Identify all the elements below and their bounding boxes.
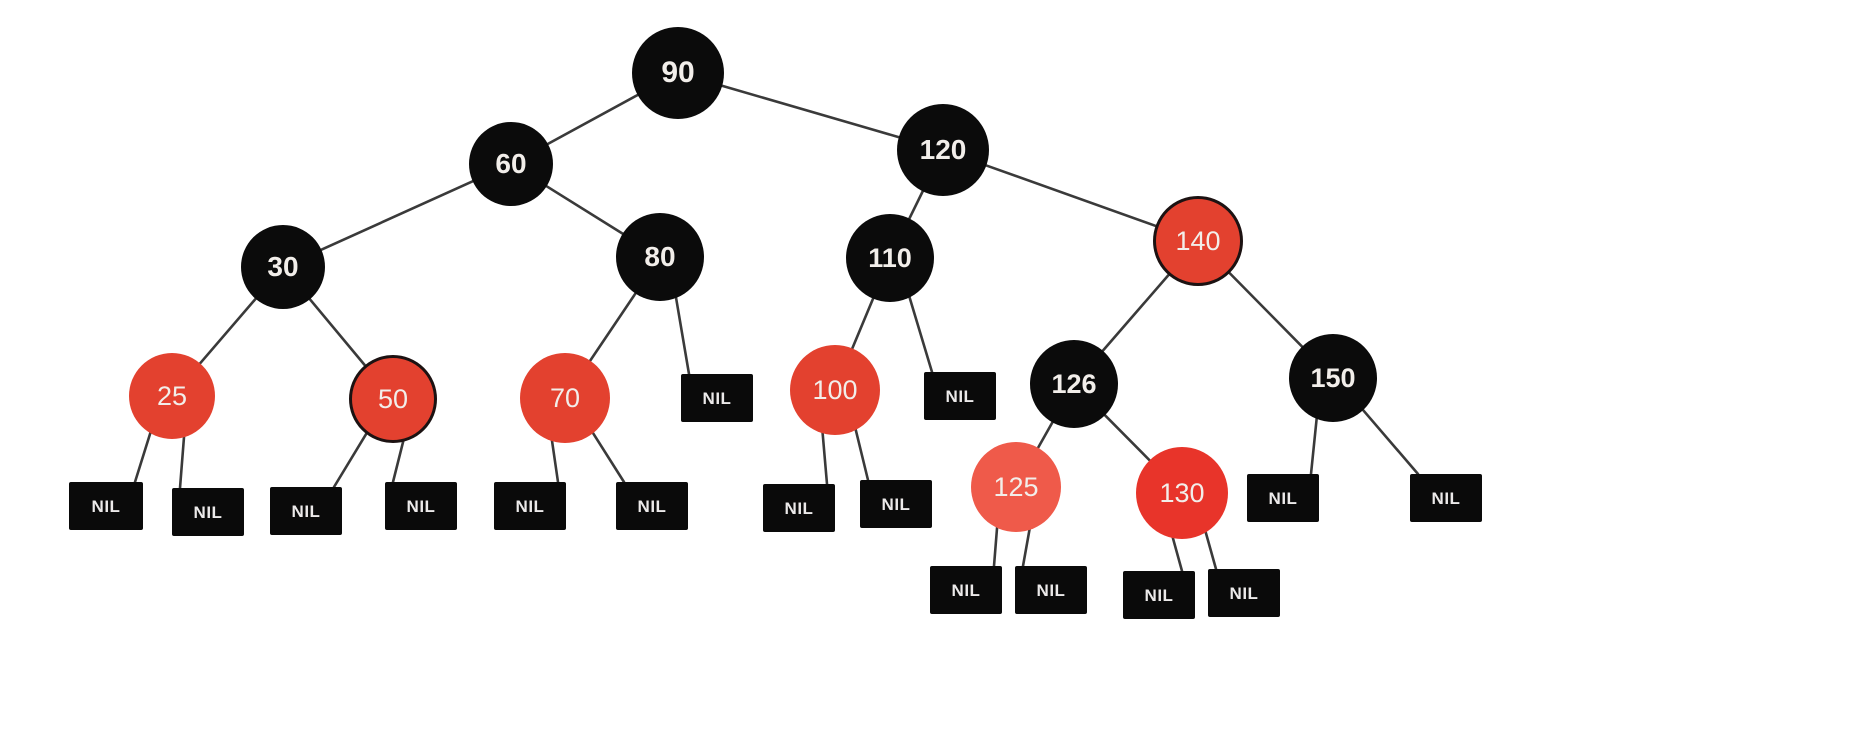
tree-node-100[interactable]: 100: [790, 345, 880, 435]
nil-label: NIL: [1144, 585, 1174, 605]
nil-leaf-node[interactable]: NIL: [860, 480, 932, 528]
tree-node-125[interactable]: 125: [971, 442, 1061, 532]
nil-leaf-node[interactable]: NIL: [930, 566, 1002, 614]
tree-edge-120-to-140: [983, 163, 1159, 228]
tree-node-25[interactable]: 25: [129, 353, 215, 439]
nil-leaf-node[interactable]: NIL: [385, 482, 457, 530]
nil-label: NIL: [291, 501, 321, 521]
nil-leaf-node[interactable]: NIL: [1015, 566, 1087, 614]
node-value-label: 30: [267, 251, 299, 282]
nil-label: NIL: [881, 494, 911, 514]
nil-leaf-node[interactable]: NIL: [1410, 474, 1482, 522]
nil-leaf-node[interactable]: NIL: [270, 487, 342, 535]
nil-label: NIL: [1036, 580, 1066, 600]
node-value-label: 50: [377, 383, 409, 414]
node-value-label: 60: [495, 148, 527, 179]
tree-edge-140-to-150: [1226, 270, 1305, 350]
nil-leaf-node[interactable]: NIL: [1208, 569, 1280, 617]
node-value-label: 150: [1310, 362, 1356, 393]
tree-edge-110-to-100: [850, 295, 876, 352]
nil-leaf-node[interactable]: NIL: [616, 482, 688, 530]
tree-edge-30-to-50: [307, 296, 368, 369]
nil-leaf-node[interactable]: NIL: [763, 484, 835, 532]
tree-node-110[interactable]: 110: [846, 214, 934, 302]
tree-node-126[interactable]: 126: [1030, 340, 1118, 428]
nil-label: NIL: [193, 502, 223, 522]
nil-leaf-node[interactable]: NIL: [681, 374, 753, 422]
tree-edge-130-to-nil: [1203, 529, 1218, 571]
node-value-label: 140: [1175, 225, 1221, 256]
nil-label: NIL: [784, 498, 814, 518]
tree-edge-126-to-125: [1035, 419, 1055, 451]
tree-edge-70-to-nil: [590, 430, 626, 484]
nil-label: NIL: [515, 496, 545, 516]
node-value-label: 120: [919, 134, 967, 165]
tree-node-30[interactable]: 30: [241, 225, 325, 309]
node-value-label: 70: [549, 382, 581, 413]
nil-leaf-node[interactable]: NIL: [69, 482, 143, 530]
tree-edge-100-to-nil: [853, 426, 870, 482]
tree-edge-126-to-130: [1102, 412, 1153, 464]
nil-label: NIL: [951, 580, 981, 600]
nil-label: NIL: [1229, 583, 1259, 603]
node-value-label: 100: [812, 374, 858, 405]
tree-node-50[interactable]: 50: [349, 355, 437, 443]
nil-leaf-node[interactable]: NIL: [172, 488, 244, 536]
nil-leaf-node[interactable]: NIL: [924, 372, 996, 420]
tree-edge-100-to-nil: [821, 429, 829, 486]
node-value-label: 110: [868, 242, 912, 273]
nil-label: NIL: [406, 496, 436, 516]
tree-node-140[interactable]: 140: [1153, 196, 1243, 286]
tree-edge-140-to-126: [1100, 272, 1172, 354]
tree-node-70[interactable]: 70: [520, 353, 610, 443]
node-value-label: 125: [993, 471, 1039, 502]
tree-edge-110-to-nil: [907, 294, 934, 374]
nil-label: NIL: [1431, 488, 1461, 508]
tree-edge-130-to-nil: [1171, 534, 1184, 573]
tree-node-80[interactable]: 80: [616, 213, 704, 301]
tree-edge-60-to-80: [543, 183, 626, 237]
tree-edge-60-to-30: [318, 179, 476, 252]
nil-label: NIL: [945, 386, 975, 406]
node-value-label: 130: [1159, 477, 1205, 508]
tree-edge-25-to-nil: [178, 433, 186, 490]
tree-node-150[interactable]: 150: [1289, 334, 1377, 422]
node-value-label: 90: [661, 56, 695, 89]
node-value-label: 80: [644, 241, 676, 272]
nil-label: NIL: [91, 496, 121, 516]
tree-node-90[interactable]: 90: [632, 27, 724, 119]
tree-edge-125-to-nil: [992, 524, 999, 568]
tree-node-130[interactable]: 130: [1136, 447, 1228, 539]
tree-edge-80-to-70: [587, 290, 638, 364]
tree-edge-90-to-60: [544, 92, 641, 147]
tree-edge-25-to-nil: [133, 429, 153, 484]
nil-leaf-node[interactable]: NIL: [494, 482, 566, 530]
tree-edge-50-to-nil: [391, 438, 405, 484]
node-value-label: 126: [1051, 368, 1097, 399]
tree-node-60[interactable]: 60: [469, 122, 553, 206]
tree-node-120[interactable]: 120: [897, 104, 989, 196]
tree-edge-70-to-nil: [550, 437, 560, 484]
tree-edge-125-to-nil: [1021, 526, 1032, 568]
tree-edge-120-to-110: [907, 188, 925, 222]
node-value-label: 25: [156, 380, 188, 411]
nil-leaf-node[interactable]: NIL: [1247, 474, 1319, 522]
tree-edge-50-to-nil: [332, 430, 369, 489]
nil-label: NIL: [1268, 488, 1298, 508]
nil-label: NIL: [702, 388, 732, 408]
tree-edge-90-to-120: [718, 83, 903, 140]
nil-label: NIL: [637, 496, 667, 516]
tree-edge-30-to-25: [197, 296, 259, 367]
tree-edge-80-to-nil: [674, 294, 691, 376]
tree-edge-150-to-nil: [1309, 415, 1319, 476]
tree-edge-150-to-nil: [1360, 407, 1420, 476]
nil-leaf-node[interactable]: NIL: [1123, 571, 1195, 619]
